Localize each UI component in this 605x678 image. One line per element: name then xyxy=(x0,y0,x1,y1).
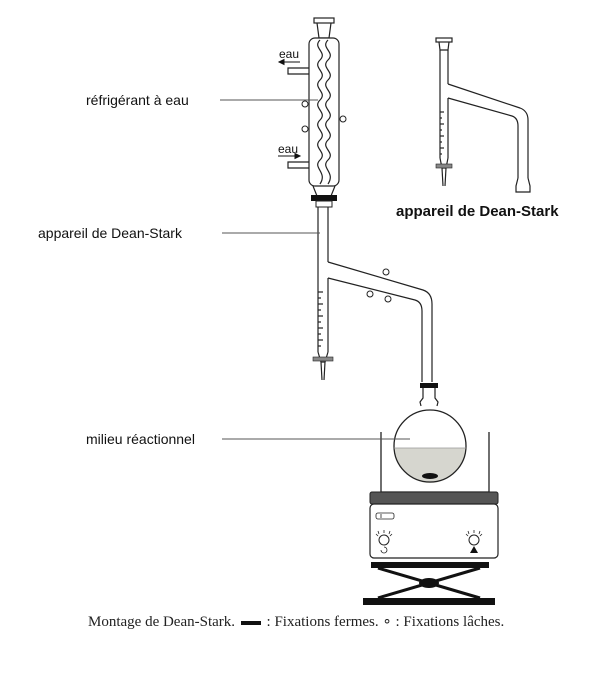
stir-bar-icon xyxy=(422,473,438,479)
firm-clamp-symbol-icon xyxy=(240,620,261,625)
dean-stark-detail xyxy=(435,37,531,193)
condenser-label: réfrigérant à eau xyxy=(86,92,189,108)
round-bottom-flask xyxy=(393,409,467,483)
dean-stark-label: appareil de Dean-Stark xyxy=(38,225,183,241)
reaction-medium-label: milieu réactionnel xyxy=(86,431,195,447)
firm-clamp-icon xyxy=(420,383,438,388)
caption-text-2: : Fixations fermes. xyxy=(266,614,379,630)
stopcock-icon xyxy=(435,163,453,169)
caption-text-1: Montage de Dean-Stark. xyxy=(88,614,236,630)
dean-stark-detail-label: appareil de Dean-Stark xyxy=(396,203,559,220)
heat-knob-icon xyxy=(375,530,393,554)
condenser xyxy=(287,17,340,197)
water-arrows xyxy=(277,58,302,160)
water-out-label: eau xyxy=(279,47,299,61)
leader-lines xyxy=(220,99,410,440)
water-in-label: eau xyxy=(278,142,298,156)
power-switch-icon xyxy=(375,512,395,520)
caption-text-3: : Fixations lâches. xyxy=(395,614,505,630)
firm-clamp-icon xyxy=(311,195,337,201)
stir-knob-icon xyxy=(465,530,483,553)
stopcock-icon xyxy=(312,356,334,362)
loose-clamp-icon xyxy=(366,268,392,303)
loose-clamp-icon xyxy=(301,100,347,133)
hotplate xyxy=(369,491,499,559)
lab-jack xyxy=(363,562,495,605)
dean-stark-apparatus xyxy=(317,207,433,382)
figure-caption: Montage de Dean-Stark. : Fixations ferme… xyxy=(88,612,558,633)
loose-clamp-symbol-icon: ∘ xyxy=(382,614,392,630)
